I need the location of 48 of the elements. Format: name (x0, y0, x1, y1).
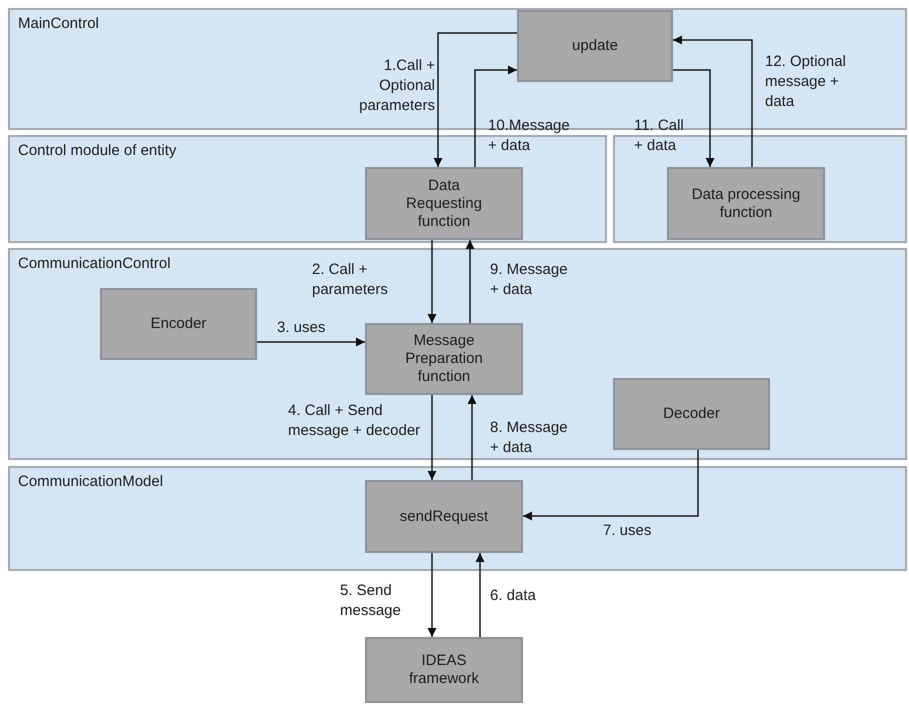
module-panel (8, 466, 907, 571)
process-box (517, 10, 673, 82)
process-box (365, 637, 523, 703)
arrow (428, 395, 436, 480)
arrow (428, 553, 436, 637)
box-label: Data processing function (690, 186, 802, 222)
edge-label: 4. Call + Send message + decoder (288, 401, 422, 441)
process-box (613, 378, 770, 450)
panel-title: CommunicationControl (18, 255, 171, 272)
edge-label: 8. Message + data (490, 418, 569, 458)
edge-label: 12. Optional message + data (765, 52, 847, 112)
arrow (673, 69, 714, 167)
arrow (476, 553, 484, 637)
arrow (673, 36, 753, 167)
box-label: Message Preparation function (404, 332, 484, 386)
edge-label: 3. uses (277, 318, 326, 338)
panel-title: Control module of entity (18, 142, 176, 159)
process-box (667, 167, 825, 240)
arrow (434, 32, 517, 167)
process-box (365, 480, 523, 553)
edge-label: 10.Message + data (488, 116, 571, 156)
panel-title: CommunicationModel (18, 473, 164, 490)
edge-label: 7. uses (603, 521, 652, 541)
box-label: IDEAS framework (408, 652, 480, 688)
module-panel (613, 135, 907, 243)
edge-label: 6. data (490, 586, 537, 606)
edge-label: 1.Call + Optional parameters (358, 56, 435, 116)
module-panel (8, 135, 607, 243)
arrow (428, 240, 436, 323)
arrow (468, 395, 476, 480)
box-label: update (571, 37, 619, 55)
arrow (466, 240, 474, 323)
process-box (365, 167, 523, 240)
box-label: Encoder (150, 315, 208, 333)
edge-label: 5. Send message (340, 581, 402, 621)
edge-label: 2. Call + parameters (312, 260, 389, 300)
edge-label: 9. Message + data (490, 260, 569, 300)
process-box (100, 288, 257, 360)
arrow (257, 338, 365, 346)
box-label: Decoder (662, 405, 721, 423)
box-label: Data Requesting function (405, 176, 483, 230)
arrow (474, 66, 517, 167)
module-panel (8, 248, 907, 460)
box-label: sendRequest (398, 508, 490, 526)
panel-title: MainControl (18, 15, 99, 32)
arrow (523, 450, 699, 520)
edge-label: 11. Call + data (634, 116, 685, 156)
process-box (365, 323, 523, 395)
